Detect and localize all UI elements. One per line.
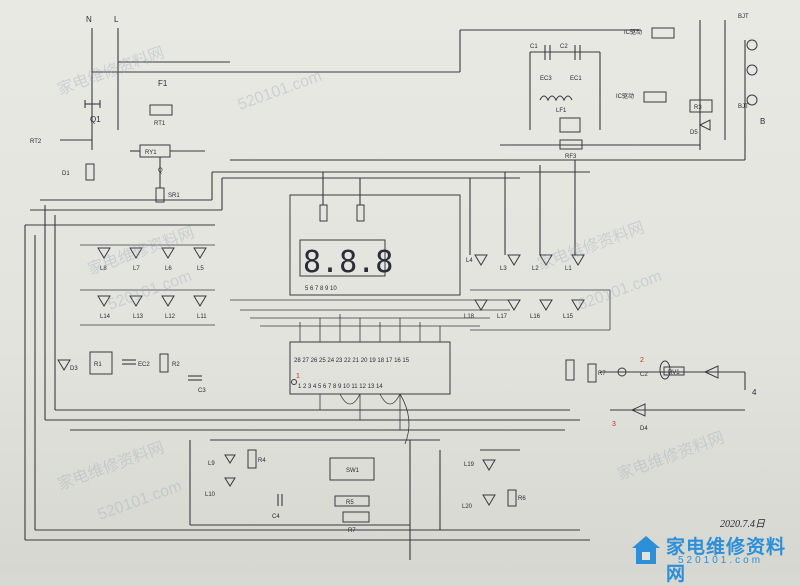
led-l12-label: L12 (165, 314, 176, 320)
led-matrix-left: L8 L7 L6 L5 L14 L13 L12 L11 (80, 244, 215, 326)
watermark-5: 家电维修资料网 (535, 219, 646, 274)
rf3-label: RF3 (565, 154, 577, 160)
seven-seg-display: 8.8.8 5 6 7 8 9 10 (289, 172, 461, 296)
input-protection: Q1 F1 RT1 RY1 SR1 Q RT2 D1 (30, 79, 205, 203)
bjt1-label: BJT (738, 14, 749, 20)
mains-n-label: N (86, 15, 92, 24)
led-l9-label: L9 (208, 461, 215, 467)
led-l2-label: L2 (532, 266, 539, 272)
schematic-drawing: N L Q1 F1 RT1 RY1 SR1 Q RT2 D1 (24, 14, 766, 560)
left-bottom-parts: D3 R1 EC2 R2 C3 L9 L10 R4 C4 (57, 351, 440, 526)
led-l20-label: L20 (462, 504, 473, 510)
q-label: Q (158, 168, 163, 174)
led-l15-label: L15 (563, 314, 574, 320)
f1-label: F1 (158, 79, 168, 88)
bus-lines (24, 159, 745, 541)
ic-drv-label: IC驱动 (624, 29, 642, 36)
rt2-label: RT2 (30, 139, 42, 145)
r7-label: R7 (348, 528, 356, 534)
d5-label: D5 (690, 130, 698, 136)
watermark-6: 520101.com (576, 268, 665, 314)
zero-cross-section: R7 RV1 C2 D4 4 2 3 (565, 357, 757, 432)
r6-label: R6 (518, 496, 526, 502)
rv1-label: RV1 (668, 370, 680, 376)
q1-label: Q1 (90, 115, 101, 124)
r7-side-label: R7 (598, 371, 606, 377)
led-l19-label: L19 (464, 462, 475, 468)
out-4-label: 4 (752, 388, 757, 397)
switch-section: SW1 R5 R7 (329, 440, 411, 560)
mcu-chip: 28 27 26 25 24 23 22 21 20 19 18 17 16 1… (230, 299, 520, 445)
c2-label: C2 (560, 44, 568, 50)
r1-label: R1 (94, 362, 102, 368)
power-section: C1 C2 EC3 EC1 LF1 RF3 IC驱动 IC驱动 R3 BJT B… (500, 14, 765, 160)
watermark-layer: 家电维修资料网 520101.com 家电维修资料网 520101.com 家电… (55, 44, 726, 524)
date-note: 2020.7.4日 (720, 519, 766, 530)
d3-label: D3 (70, 366, 78, 372)
ec1-label: EC1 (570, 76, 582, 82)
led-l19-l20: L19 L20 R6 (439, 449, 526, 530)
watermark-1: 家电维修资料网 (55, 44, 166, 99)
watermark-7: 家电维修资料网 (615, 429, 726, 484)
rt1-label: RT1 (154, 121, 166, 127)
ic-drv2-label: IC驱动 (616, 93, 634, 100)
r2-label: R2 (172, 362, 180, 368)
led-l8-label: L8 (100, 266, 107, 272)
led-l7-label: L7 (133, 266, 140, 272)
led-l4-label: L4 (466, 258, 473, 264)
c3-label: C3 (198, 388, 206, 394)
led-l1-label: L1 (565, 266, 572, 272)
term-b-label: B (760, 117, 765, 126)
c2-side-label: C2 (640, 372, 648, 378)
led-l3-label: L3 (500, 266, 507, 272)
led-l13-label: L13 (133, 314, 144, 320)
watermark-4: 520101.com (106, 268, 195, 314)
led-l11-label: L11 (197, 314, 207, 320)
red-mark-3: 3 (612, 421, 616, 428)
lf1-label: LF1 (556, 108, 567, 114)
ic-pins-top: 28 27 26 25 24 23 22 21 20 19 18 17 16 1… (294, 358, 410, 364)
red-mark-2: 2 (640, 357, 644, 364)
sw1-label: SW1 (346, 468, 360, 474)
mains-input: N L (86, 15, 640, 150)
led-l17-label: L17 (497, 314, 508, 320)
ec3-label: EC3 (540, 76, 552, 82)
display-digits: 8.8.8 (303, 245, 393, 280)
bjt2-label: BJT (738, 104, 749, 110)
d1-label: D1 (62, 171, 70, 177)
c4-label: C4 (272, 514, 280, 520)
led-l16-label: L16 (530, 314, 541, 320)
watermark-9: 520101.com (96, 478, 185, 524)
ec2-label: EC2 (138, 362, 150, 368)
brand-logo: 家电维修资料网 520101.com (626, 530, 798, 585)
c1-label: C1 (530, 44, 538, 50)
led-l5-label: L5 (197, 266, 204, 272)
ic-pins-bottom: 1 2 3 4 5 6 7 8 9 10 11 12 13 14 (298, 384, 383, 390)
led-matrix-right: L4 L3 L2 L1 L18 L17 L16 L15 (464, 254, 611, 331)
red-mark-1: 1 (296, 373, 300, 380)
watermark-2: 520101.com (236, 68, 325, 114)
led-l18-label: L18 (464, 314, 475, 320)
watermark-8: 家电维修资料网 (55, 439, 166, 494)
r5-label: R5 (346, 500, 354, 506)
ry1-label: RY1 (145, 150, 157, 156)
d4-label: D4 (640, 426, 648, 432)
sr1-label: SR1 (168, 193, 180, 199)
led-l6-label: L6 (165, 266, 172, 272)
display-pins: 5 6 7 8 9 10 (305, 286, 337, 292)
brand-house-icon (632, 536, 660, 564)
r3-label: R3 (694, 105, 702, 111)
led-l10-label: L10 (205, 492, 216, 498)
r4-label: R4 (258, 458, 266, 464)
mains-l-label: L (114, 15, 119, 24)
led-l14-label: L14 (100, 314, 111, 320)
brand-url: 520101.com (678, 555, 764, 566)
